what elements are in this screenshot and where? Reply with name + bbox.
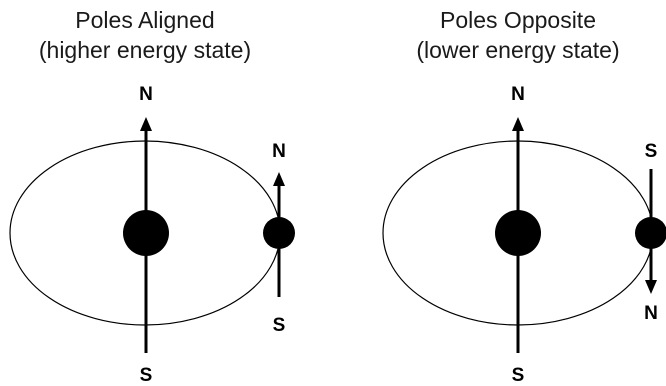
central-body [123,210,169,256]
central-axis-top-label: N [511,84,525,105]
central-body [495,210,541,256]
orbiting-axis-top-label: S [645,141,658,162]
orbiting-axis-arrowhead [273,172,285,186]
panel-poles-aligned: Poles Aligned (higher energy state) N S … [9,7,295,386]
orbiting-axis-arrowhead [645,280,657,294]
orbiting-axis-top-label: N [272,141,286,162]
panel-title: Poles Aligned [75,7,214,33]
orbiting-axis-bottom-label: S [273,315,286,336]
orbiting-axis-bottom-label: N [644,303,658,324]
panel-poles-opposite: Poles Opposite (lower energy state) N S … [382,7,666,386]
central-axis-bottom-label: S [512,365,525,386]
orbiting-body [263,217,295,249]
central-axis-arrowhead [140,117,152,131]
central-axis-top-label: N [139,84,153,105]
central-axis-arrowhead [512,117,524,131]
panel-subtitle: (lower energy state) [416,37,619,63]
central-axis-bottom-label: S [140,365,153,386]
orbiting-body [635,217,666,249]
panel-title: Poles Opposite [440,7,596,33]
panel-subtitle: (higher energy state) [39,37,251,63]
